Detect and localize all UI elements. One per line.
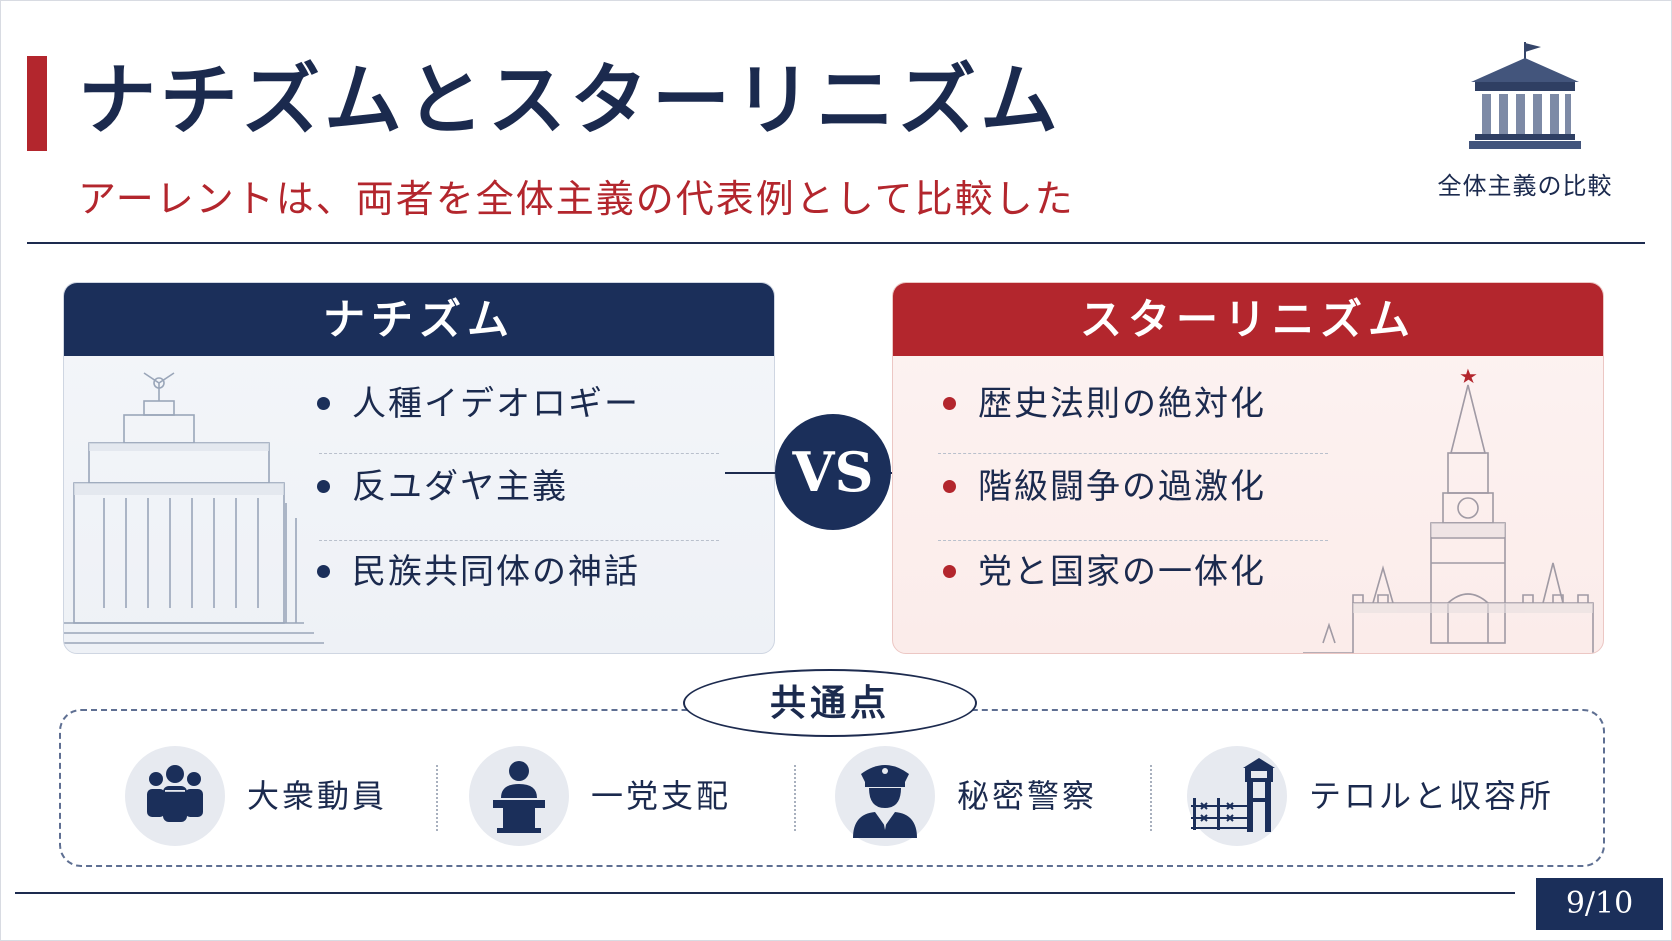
stalinism-item: 歴史法則の絶対化 bbox=[943, 363, 1266, 445]
commonalities-label: 共通点 bbox=[683, 669, 977, 737]
item-separator bbox=[938, 453, 1328, 454]
classical-building-icon bbox=[1469, 42, 1581, 149]
bullet-dot bbox=[943, 396, 956, 410]
page-number: 9/10 bbox=[1536, 878, 1663, 930]
item-separator bbox=[319, 540, 719, 541]
nazism-panel: ナチズム 人種イデオロギー 反ユダヤ主義 民族共同体の神話 bbox=[63, 282, 775, 654]
vs-badge: VS bbox=[775, 414, 891, 530]
stalinism-item: 階級闘争の過激化 bbox=[943, 446, 1266, 528]
bullet-dot bbox=[317, 479, 330, 493]
page-title: ナチズムとスターリニズム bbox=[78, 55, 1063, 146]
kremlin-tower-illustration bbox=[1303, 368, 1594, 653]
crowd-icon bbox=[125, 746, 225, 846]
comparison-badge: 全体主義の比較 bbox=[1420, 38, 1630, 223]
common-item-label: テロルと収容所 bbox=[1309, 777, 1555, 815]
common-item-label: 大衆動員 bbox=[247, 777, 388, 815]
nazism-item: 反ユダヤ主義 bbox=[317, 446, 568, 528]
item-separator bbox=[938, 540, 1328, 541]
nazism-heading: ナチズム bbox=[64, 283, 774, 356]
stalinism-panel: スターリニズム 歴史法則の絶対化 階級闘争の過激化 党と国家の一体化 bbox=[892, 282, 1604, 654]
common-item-label: 秘密警察 bbox=[957, 777, 1098, 815]
bullet-dot bbox=[943, 564, 956, 578]
bullet-dot bbox=[943, 479, 956, 493]
badge-label: 全体主義の比較 bbox=[1437, 172, 1613, 200]
common-item-label: 一党支配 bbox=[591, 777, 732, 815]
item-divider bbox=[436, 765, 438, 831]
item-divider bbox=[1150, 765, 1152, 831]
footer-divider bbox=[15, 892, 1515, 894]
stalinism-item: 党と国家の一体化 bbox=[943, 531, 1266, 613]
item-divider bbox=[794, 765, 796, 831]
title-accent-bar bbox=[27, 56, 47, 151]
header-divider bbox=[27, 242, 1645, 244]
watchtower-barbed-wire-icon bbox=[1187, 746, 1287, 846]
speaker-podium-icon bbox=[469, 746, 569, 846]
bullet-dot bbox=[317, 396, 330, 410]
bullet-dot bbox=[317, 564, 330, 578]
reich-building-illustration bbox=[64, 372, 324, 644]
item-separator bbox=[319, 453, 719, 454]
vs-connector-left bbox=[725, 472, 785, 474]
nazism-item: 人種イデオロギー bbox=[317, 363, 640, 445]
stalinism-heading: スターリニズム bbox=[893, 283, 1603, 356]
police-officer-icon bbox=[835, 746, 935, 846]
nazism-item: 民族共同体の神話 bbox=[317, 531, 640, 613]
page-subtitle: アーレントは、両者を全体主義の代表例として比較した bbox=[78, 177, 1075, 221]
